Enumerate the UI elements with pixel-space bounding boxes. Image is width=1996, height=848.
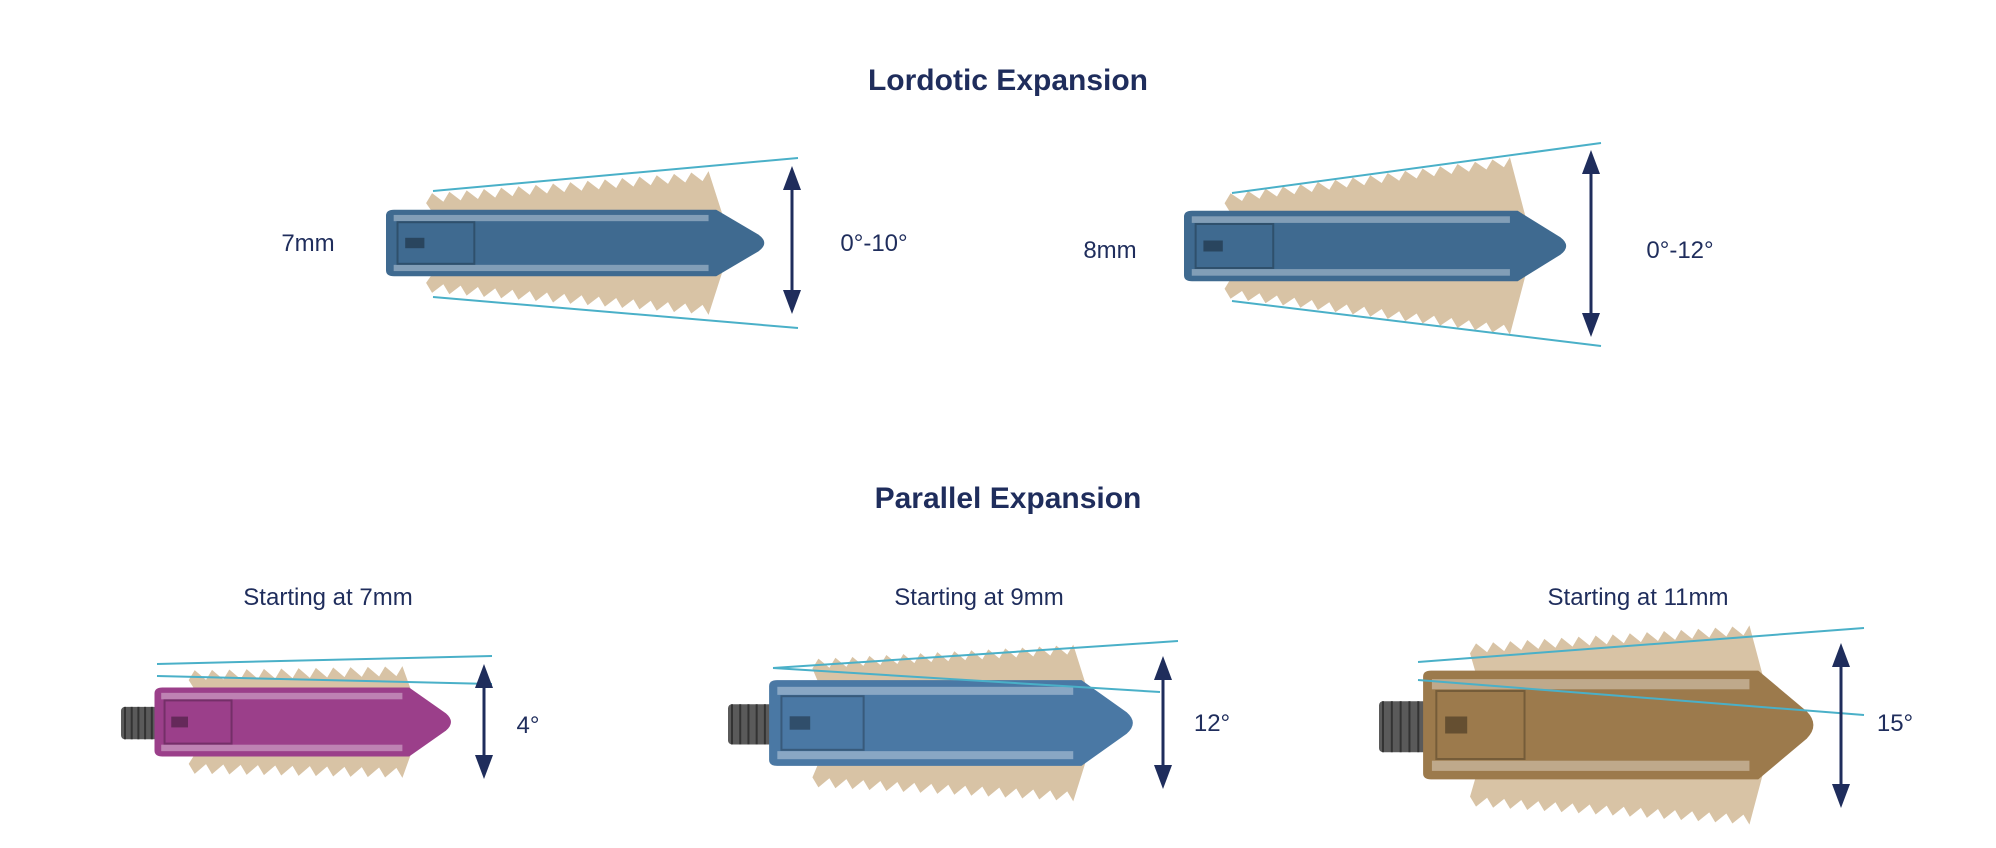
guide-line-top — [1417, 627, 1865, 663]
guide-line-top — [772, 640, 1179, 669]
parallel-device-11mm — [1379, 625, 1814, 825]
parallel-angle-label-3: 15° — [1876, 710, 1914, 737]
angle-arrow — [1154, 656, 1172, 789]
core-highlight-top — [393, 214, 709, 222]
core-highlight-top — [161, 692, 403, 700]
core-highlight-bottom — [777, 751, 1074, 760]
arrow-head-up — [1582, 150, 1600, 174]
core-highlight-bottom — [161, 744, 403, 752]
core-slot — [1445, 716, 1468, 734]
lordotic-angle-label-1: 0°-10° — [840, 230, 908, 257]
parallel-start-label-3: Starting at 11mm — [1547, 584, 1729, 611]
core-window — [1194, 223, 1275, 269]
arrow-head-up — [1154, 656, 1172, 680]
angle-arrow — [783, 166, 801, 314]
arrow-head-down — [475, 755, 493, 779]
core-body — [1184, 210, 1567, 282]
arrow-head-up — [475, 664, 493, 688]
core-slot — [1203, 240, 1223, 252]
lordotic-size-label-7mm: 7mm — [281, 230, 335, 257]
core-body — [154, 687, 451, 757]
parallel-start-label-2: Starting at 9mm — [894, 584, 1064, 611]
lordotic-device-8mm — [1184, 157, 1567, 335]
core-body — [769, 680, 1133, 766]
core-body — [1423, 670, 1814, 780]
arrow-head-up — [783, 166, 801, 190]
arrow-head-down — [783, 290, 801, 314]
lordotic-size-label-8mm: 8mm — [1083, 237, 1137, 264]
lordotic-angle-label-2: 0°-12° — [1646, 237, 1714, 264]
angle-arrow — [1582, 150, 1600, 337]
guide-line-lower — [156, 675, 493, 685]
angle-arrow — [475, 664, 493, 779]
guide-line-top — [1231, 142, 1602, 194]
parallel-device-7mm — [121, 666, 451, 778]
arrow-head-down — [1832, 784, 1850, 808]
guide-line-top — [432, 157, 799, 192]
parallel-angle-label-1: 4° — [516, 712, 540, 739]
parallel-start-label-1: Starting at 7mm — [243, 584, 413, 611]
lordotic-expansion-title: Lordotic Expansion — [867, 64, 1149, 97]
arrow-head-down — [1582, 313, 1600, 337]
guide-line-bottom — [1231, 300, 1602, 347]
angle-arrow — [1832, 643, 1850, 808]
core-slot — [789, 716, 811, 730]
lordotic-device-7mm — [386, 171, 765, 315]
core-highlight-top — [1431, 679, 1750, 690]
core-slot — [405, 237, 425, 249]
parallel-angle-label-2: 12° — [1193, 710, 1231, 737]
core-window — [780, 695, 865, 751]
core-window — [1435, 690, 1526, 760]
arrow-head-up — [1832, 643, 1850, 667]
parallel-expansion-title: Parallel Expansion — [874, 482, 1142, 515]
guide-line-lower — [1417, 679, 1865, 716]
core-highlight-bottom — [1431, 760, 1750, 771]
screw-thread — [728, 704, 774, 745]
core-highlight-bottom — [393, 264, 709, 272]
arrow-head-down — [1154, 765, 1172, 789]
guide-line-lower — [772, 667, 1161, 693]
guide-line-bottom — [432, 296, 799, 329]
guide-line-top — [156, 655, 493, 665]
screw-thread — [121, 706, 158, 740]
core-window — [163, 699, 233, 745]
core-body — [386, 209, 765, 277]
core-window — [396, 221, 476, 265]
core-highlight-top — [777, 686, 1074, 695]
core-slot — [171, 716, 188, 728]
screw-thread — [1379, 701, 1428, 753]
core-highlight-top — [1191, 216, 1510, 223]
core-highlight-bottom — [1191, 269, 1510, 276]
